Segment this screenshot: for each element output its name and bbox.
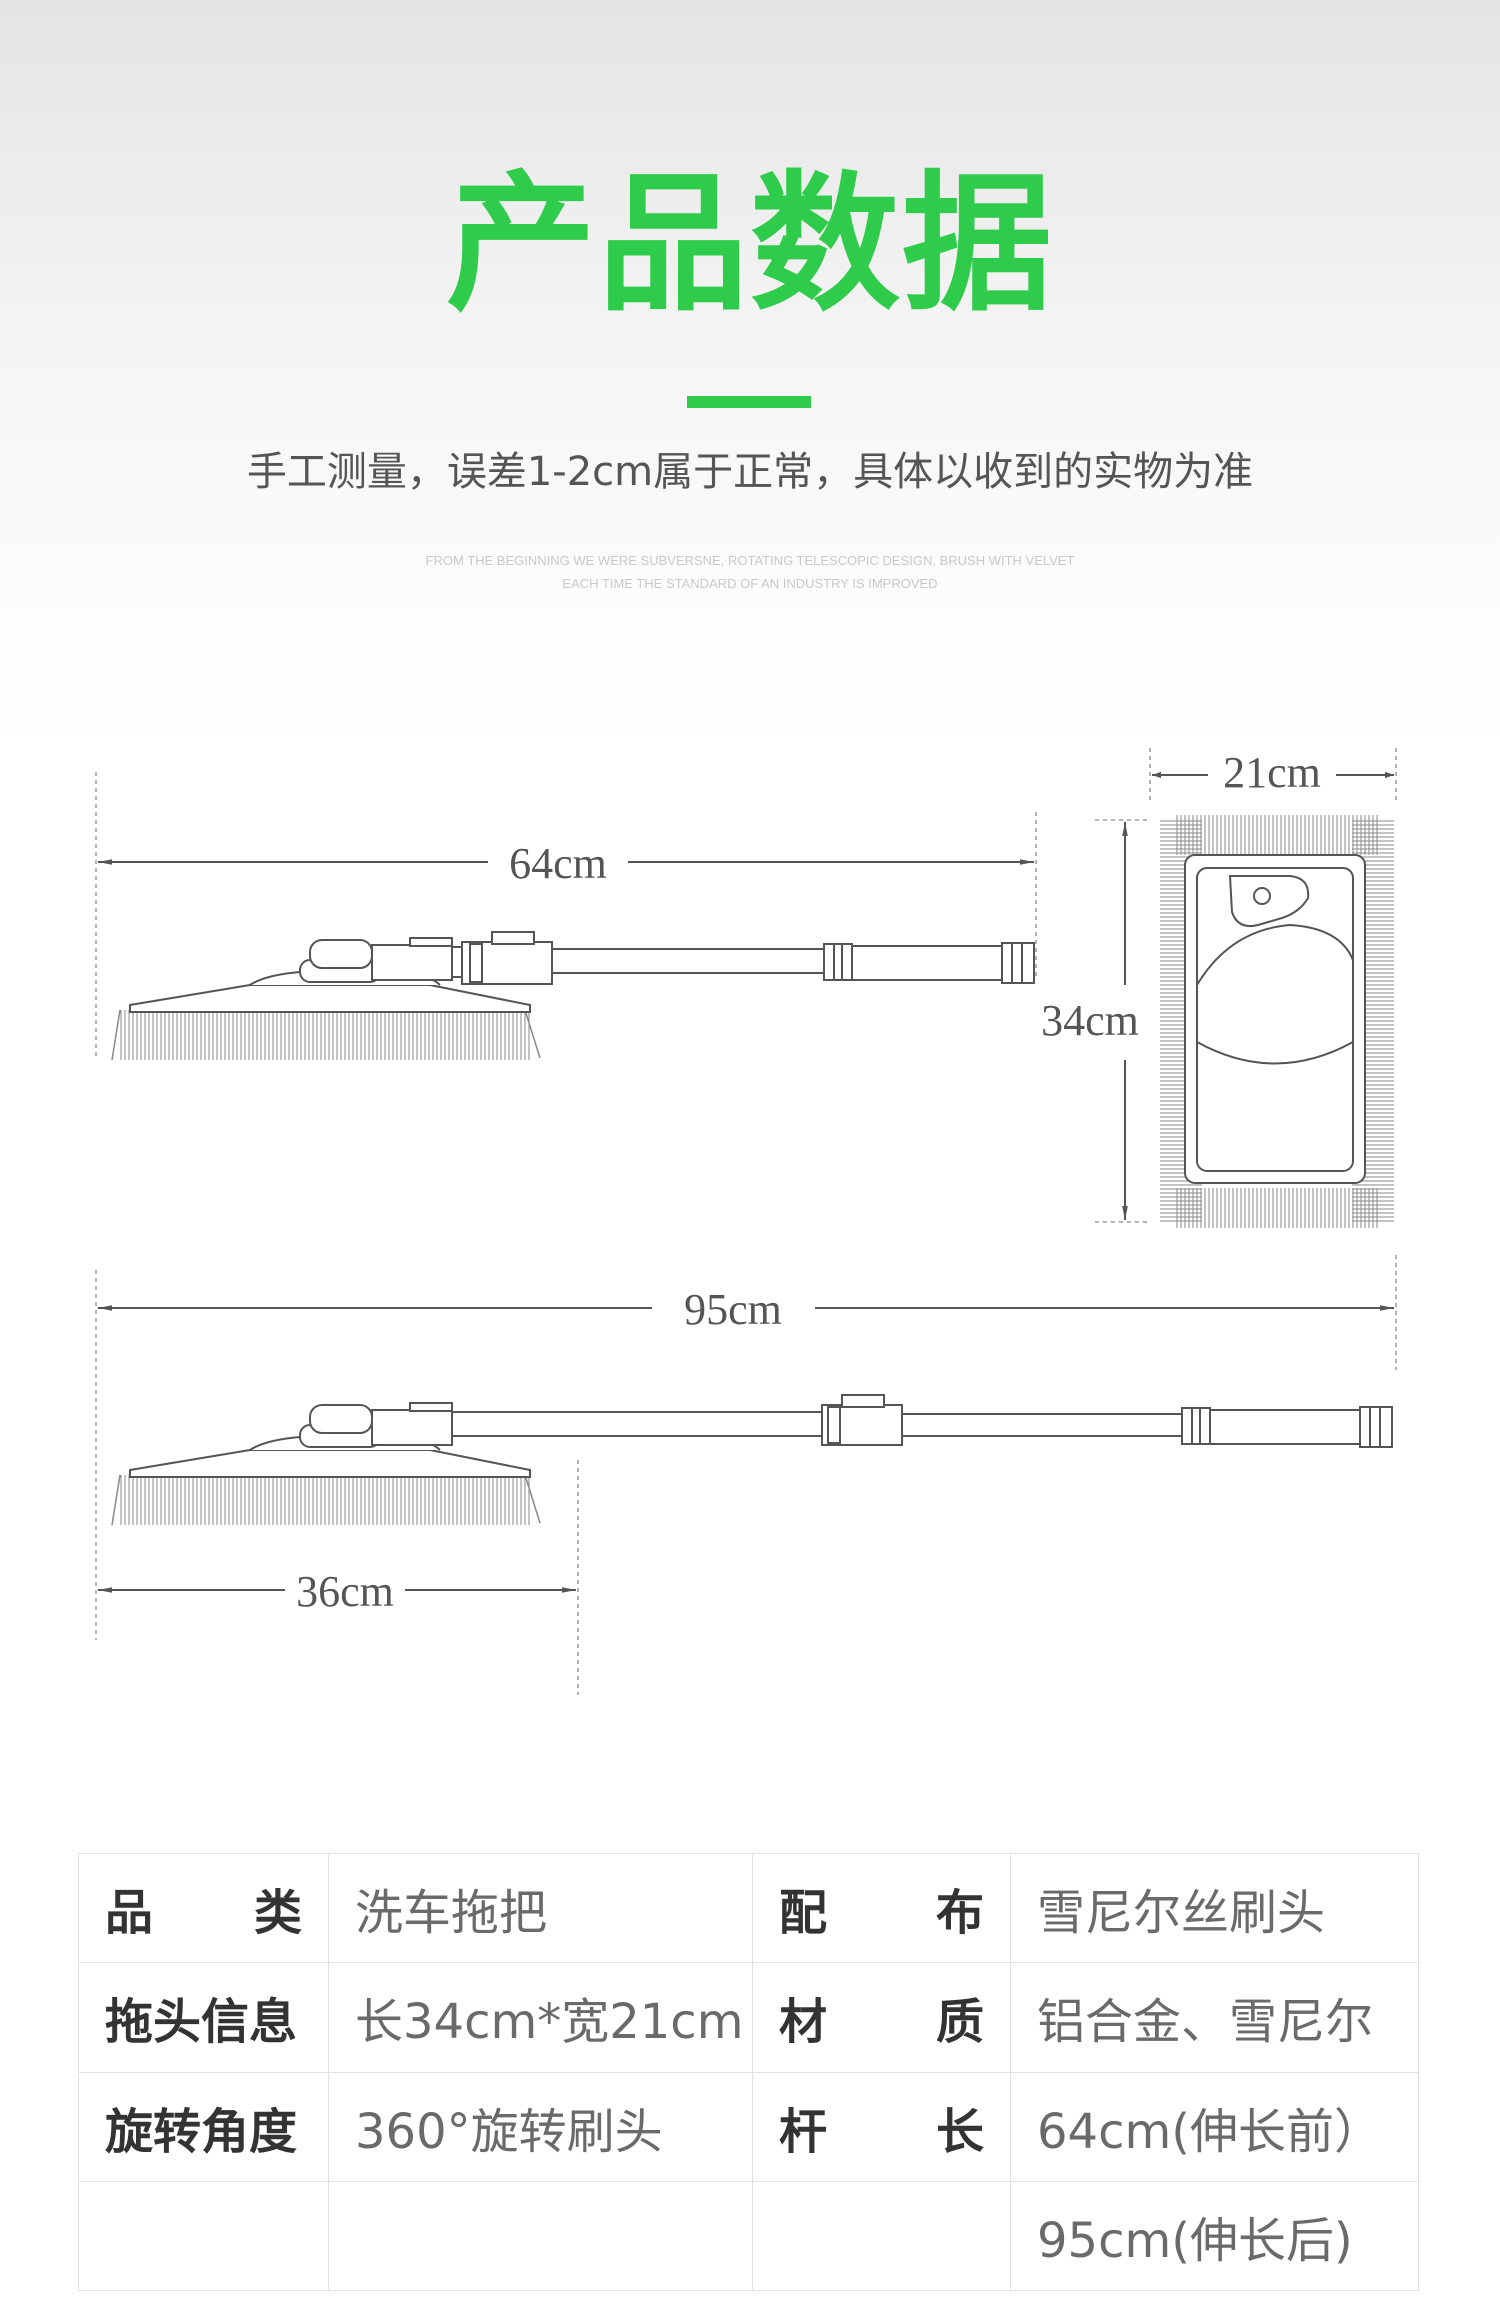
- spec-value: 洗车拖把: [328, 1852, 753, 1964]
- dimension-36cm: 36cm: [98, 1460, 579, 1695]
- spec-value: 雪尼尔丝刷头: [1010, 1852, 1419, 1964]
- spec-label-text: 杆长: [779, 2103, 984, 2160]
- mop-collapsed-icon: [111, 931, 1035, 1061]
- spec-label: [78, 2180, 329, 2292]
- table-row: 品类 洗车拖把 配布 雪尼尔丝刷头: [78, 1852, 1419, 1964]
- dimension-label-34cm: 34cm: [1041, 996, 1139, 1045]
- spec-value: [328, 2180, 753, 2292]
- spec-label-text: 配布: [779, 1885, 984, 1942]
- measurement-note: 手工测量，误差1-2cm属于正常，具体以收到的实物为准: [246, 449, 1254, 495]
- spec-label: 杆长: [752, 2071, 1011, 2182]
- english-tagline-2: EACH TIME THE STANDARD OF AN INDUSTRY IS…: [562, 576, 938, 591]
- dimension-label-36cm: 36cm: [296, 1567, 394, 1616]
- table-row: 旋转角度 360°旋转刷头 杆长 64cm(伸长前）: [78, 2071, 1419, 2182]
- dimension-95cm: 95cm: [95, 1255, 1397, 1640]
- spec-label: 材质: [752, 1962, 1011, 2073]
- title-underline: [687, 396, 811, 408]
- dimension-34cm: 34cm: [1041, 819, 1150, 1223]
- spec-table: 品类 洗车拖把 配布 雪尼尔丝刷头 拖头信息 长34cm*宽21cm 材质 铝合…: [78, 1852, 1419, 2292]
- dimension-label-64cm: 64cm: [509, 839, 607, 888]
- spec-label: 旋转角度: [78, 2071, 329, 2182]
- spec-value: 铝合金、雪尼尔: [1010, 1962, 1419, 2073]
- mop-extended-icon: [111, 1394, 1393, 1526]
- spec-value: 95cm(伸长后): [1010, 2180, 1419, 2292]
- spec-value: 长34cm*宽21cm: [328, 1962, 753, 2073]
- table-row: 拖头信息 长34cm*宽21cm 材质 铝合金、雪尼尔: [78, 1962, 1419, 2073]
- spec-value: 360°旋转刷头: [328, 2071, 753, 2182]
- english-tagline-1: FROM THE BEGINNING WE WERE SUBVERSNE, RO…: [425, 553, 1075, 568]
- dimension-label-95cm: 95cm: [684, 1285, 782, 1334]
- dimension-64cm: 64cm: [95, 772, 1037, 1060]
- dimension-21cm: 21cm: [1149, 748, 1397, 802]
- table-row: 95cm(伸长后): [78, 2180, 1419, 2292]
- spec-label-text: 品类: [105, 1885, 302, 1942]
- spec-value: 64cm(伸长前）: [1010, 2071, 1419, 2182]
- spec-label: 品类: [78, 1852, 329, 1964]
- mop-head-top-view-icon: [1160, 815, 1394, 1228]
- page-title: 产品数据: [445, 158, 1054, 332]
- spec-label: 拖头信息: [78, 1962, 329, 2073]
- spec-label: [752, 2180, 1011, 2292]
- spec-label-text: 材质: [779, 1994, 984, 2051]
- spec-label: 配布: [752, 1852, 1011, 1964]
- dimension-label-21cm: 21cm: [1223, 748, 1321, 797]
